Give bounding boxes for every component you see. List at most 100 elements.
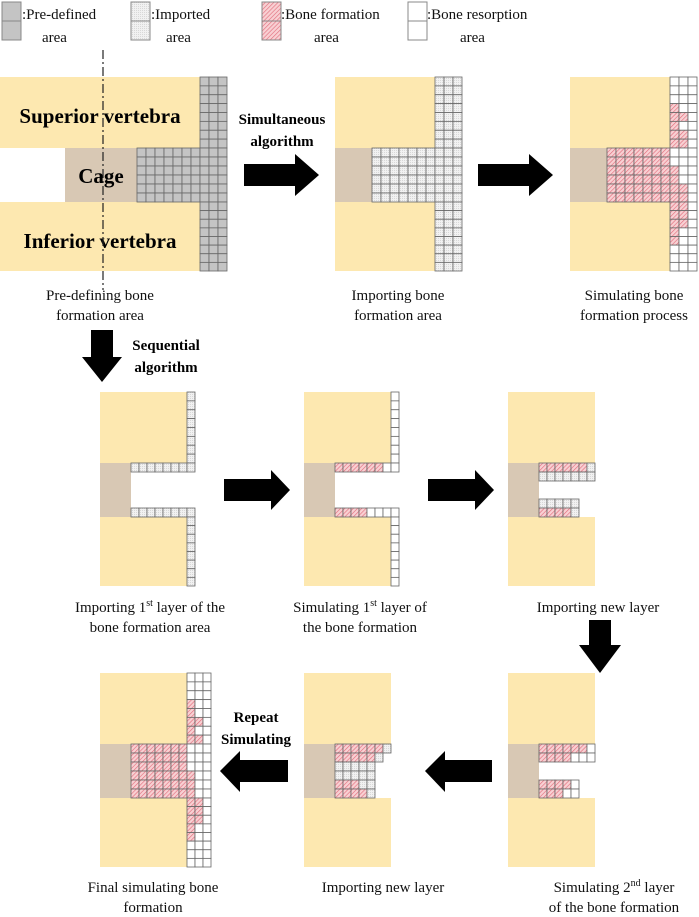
cage [100,463,131,517]
predefined-cell [136,147,147,158]
imported-cell [186,453,196,464]
resorption-cell [390,568,400,578]
predefined-cell [136,165,147,176]
resorption-cell [570,752,580,763]
formation-cell [186,734,196,745]
resorption-cell [687,147,698,158]
resorption-cell [687,138,698,149]
imported-cell [342,761,352,772]
formation-cell [615,192,626,203]
resorption-cell [687,244,698,255]
formation-cell [170,743,180,754]
imported-cell [350,770,360,781]
formation-cell [154,779,164,790]
imported-cell [350,761,360,772]
imported-cell [452,129,463,140]
formation-cell [669,201,680,212]
formation-cell [578,743,588,754]
imported-cell [425,192,436,203]
resorption-cell [390,516,400,527]
predefined-cell [217,129,228,140]
formation-cell [178,743,188,754]
resorption-cell [202,770,212,781]
imported-cell [186,444,196,455]
resorption-cell [687,94,698,105]
resorption-cell [194,743,204,754]
resorption-cell [390,435,400,446]
legend-swatch-formation-cell [261,20,282,41]
resorption-cell [570,779,580,790]
resorption-cell [687,165,698,176]
imported-cell [389,147,400,158]
panel-p8 [304,673,392,867]
superior-vertebra [304,392,391,463]
inferior-vertebra [508,798,595,867]
cage [100,744,131,798]
imported-cell [443,201,454,212]
imported-cell [407,156,418,167]
predefined-cell [208,201,219,212]
imported-cell [434,183,445,194]
predefined-cell [217,210,228,220]
formation-cell [154,752,164,763]
predefined-cell [154,183,165,194]
inferior-vertebra [100,798,187,867]
imported-cell [407,183,418,194]
imported-cell [562,498,572,509]
imported-cell [434,85,445,96]
predefined-cell [208,261,219,272]
formation-cell [651,174,662,185]
formation-cell [186,788,196,799]
formation-cell [162,770,172,781]
formation-cell [606,183,617,194]
formation-cell [366,752,376,763]
predefined-cell [208,156,219,167]
imported-cell [443,138,454,149]
resorption-cell [687,192,698,203]
imported-cell [562,471,572,482]
resorption-cell [202,725,212,736]
formation-cell [546,743,556,754]
formation-cell [678,129,689,140]
predefined-cell [199,112,210,122]
resorption-cell [390,427,400,437]
imported-cell [138,507,148,518]
imported-cell [434,112,445,122]
cage [304,744,335,798]
imported-cell [452,236,463,246]
formation-cell [186,823,196,833]
imported-cell [586,462,596,473]
imported-cell [186,542,196,552]
imported-cell [130,507,140,518]
predefined-cell [217,236,228,246]
resorption-cell [194,752,204,763]
caption-p2: Importing bone [352,288,445,304]
formation-cell [562,743,572,754]
resorption-cell [390,542,400,552]
imported-cell [452,112,463,122]
caption-p4: Importing 1st layer of the [75,598,225,616]
predefined-cell [208,120,219,131]
predefined-cell [145,174,156,185]
resorption-cell [202,832,212,842]
panel-p3 [570,76,698,272]
imported-cell [170,507,180,518]
panel-p1 [0,76,228,272]
formation-cell [162,788,172,799]
resorption-cell [194,699,204,709]
cage [508,463,539,517]
resorption-cell [578,752,588,763]
predefined-cell [181,147,192,158]
formation-cell [130,770,140,781]
cage [508,744,539,798]
formation-cell [178,788,188,799]
predefined-cell [217,103,228,113]
cage [65,148,137,202]
predefined-cell [145,192,156,203]
formation-cell [669,112,680,122]
imported-cell [434,174,445,185]
predefined-cell [172,156,183,167]
resorption-cell [678,76,689,87]
formation-cell [554,752,564,763]
formation-cell [669,103,680,113]
